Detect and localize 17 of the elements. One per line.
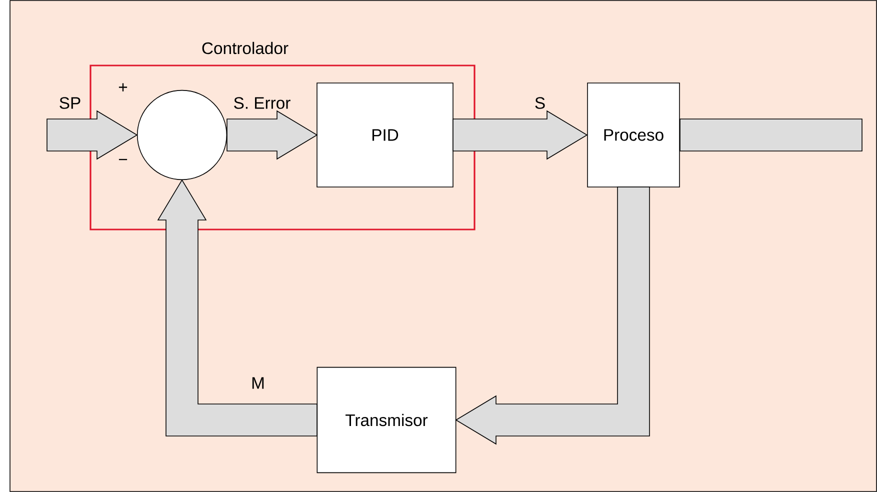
- block-arrow: [46, 110, 138, 160]
- process-box: Proceso: [587, 82, 680, 188]
- process-box: PID: [316, 82, 454, 188]
- block-arrow: [157, 179, 318, 436]
- sign-label: −: [118, 158, 128, 160]
- process-box: Transmisor: [316, 366, 456, 474]
- edge-label: M: [252, 377, 264, 389]
- block-arrow: [452, 110, 588, 160]
- summing-junction: [136, 90, 228, 180]
- signal-bar: [680, 118, 862, 152]
- block-arrow: [455, 186, 650, 445]
- edge-label: S. Error: [234, 97, 290, 109]
- edge-label: SP: [60, 97, 80, 109]
- sign-label: +: [118, 83, 128, 92]
- group-heading: Controlador: [202, 42, 288, 54]
- block-arrow: [226, 110, 318, 160]
- edge-label: S: [535, 97, 545, 109]
